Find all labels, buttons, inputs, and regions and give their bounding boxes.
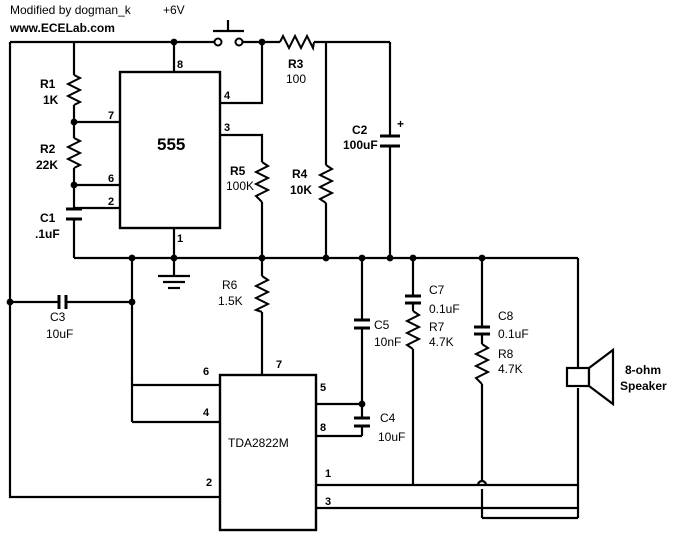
site-label: www.ECELab.com [9, 21, 115, 35]
pin-label: 2 [206, 477, 212, 489]
r7-ref: R7 [429, 320, 445, 334]
resistor-r8: R8 4.7K [473, 343, 523, 385]
junction-dot [258, 254, 266, 262]
ic-555-label: 555 [157, 135, 185, 154]
junction-dot [322, 254, 330, 262]
r6-ref: R6 [222, 278, 238, 292]
r2-ref: R2 [40, 142, 56, 156]
r4-value: 10K [290, 183, 312, 197]
capacitor-c8: C8 0.1uF [474, 309, 529, 341]
junction-dot [128, 254, 136, 262]
pin-label: 7 [276, 359, 282, 371]
r3-ref: R3 [288, 57, 304, 71]
resistor-r4: R4 10K [290, 164, 335, 204]
r3-value: 100 [286, 72, 306, 86]
r5-value: 100K [226, 179, 254, 193]
c5-value: 10nF [374, 335, 401, 349]
junction-dot [6, 298, 14, 306]
junction-dot [170, 38, 178, 46]
ic-tda2822m: TDA2822M 7 6 4 2 5 8 1 3 [203, 359, 331, 532]
pin-label: 6 [203, 366, 209, 378]
c7-ref: C7 [429, 283, 445, 297]
supply-label: +6V [163, 3, 185, 17]
r6-value: 1.5K [218, 294, 243, 308]
resistor-r5: R5 100K [226, 161, 271, 203]
junction-dot [358, 400, 366, 408]
junction-dots [6, 38, 486, 408]
speaker-label: 8-ohm [625, 363, 661, 377]
pin-label: 3 [224, 122, 230, 134]
pin-label: 4 [203, 407, 210, 419]
resistor-r3: R3 100 [279, 33, 315, 86]
r1-value: 1K [43, 93, 59, 107]
c8-ref: C8 [498, 309, 514, 323]
pin-label: 1 [325, 468, 331, 480]
junction-dot [258, 38, 266, 46]
pin-label: 6 [108, 173, 114, 185]
pin-label: 1 [177, 233, 183, 245]
pin-label: 8 [177, 59, 183, 71]
capacitor-c5: C5 10nF [354, 318, 401, 349]
ic-tda-label: TDA2822M [228, 436, 289, 450]
push-button-switch [213, 20, 244, 47]
speaker-label: Speaker [620, 379, 667, 393]
r1-ref: R1 [40, 77, 56, 91]
wires [8, 40, 580, 520]
resistor-r7: R7 4.7K [404, 310, 454, 350]
c2-value: 100uF [343, 138, 378, 152]
c3-ref: C3 [50, 310, 66, 324]
capacitor-c2: + C2 100uF [343, 117, 404, 152]
junction-dot [70, 181, 78, 189]
resistor-r2: R2 22K [36, 137, 83, 172]
resistor-r6: R6 1.5K [218, 275, 271, 313]
ic-555: 555 8 4 3 7 6 2 1 [108, 59, 231, 245]
c4-ref: C4 [380, 411, 396, 425]
credit-text: Modified by dogman_k [10, 3, 132, 17]
c1-value: .1uF [35, 227, 60, 241]
capacitor-c1: C1 .1uF [35, 207, 82, 241]
junction-dot [358, 254, 366, 262]
junction-dot [70, 118, 78, 126]
pin-label: 7 [108, 110, 114, 122]
r8-ref: R8 [498, 347, 514, 361]
junction-dot [386, 254, 394, 262]
c2-ref: C2 [352, 123, 368, 137]
pin-label: 2 [108, 196, 114, 208]
capacitor-c7: C7 0.1uF [405, 283, 460, 316]
c3-value: 10uF [46, 327, 73, 341]
capacitor-c4: C4 10uF [354, 411, 405, 444]
junction-dot [478, 254, 486, 262]
c2-polarity: + [397, 117, 404, 131]
junction-dot [128, 298, 136, 306]
pin-label: 4 [224, 90, 231, 102]
c8-value: 0.1uF [498, 327, 529, 341]
c7-value: 0.1uF [429, 302, 460, 316]
r5-ref: R5 [230, 164, 246, 178]
capacitor-c3: C3 10uF [46, 295, 73, 341]
ground-symbol [158, 258, 190, 290]
r2-value: 22K [36, 158, 58, 172]
c4-value: 10uF [378, 430, 405, 444]
pin-label: 8 [320, 422, 326, 434]
r4-ref: R4 [292, 167, 308, 181]
c1-ref: C1 [40, 211, 56, 225]
r7-value: 4.7K [429, 335, 454, 349]
junction-dot [409, 254, 417, 262]
r8-value: 4.7K [498, 362, 523, 376]
resistor-r1: R1 1K [40, 74, 83, 107]
pin-label: 5 [320, 382, 326, 394]
speaker-icon: 8-ohm Speaker [565, 347, 667, 407]
c5-ref: C5 [374, 318, 390, 332]
pin-label: 3 [325, 496, 331, 508]
